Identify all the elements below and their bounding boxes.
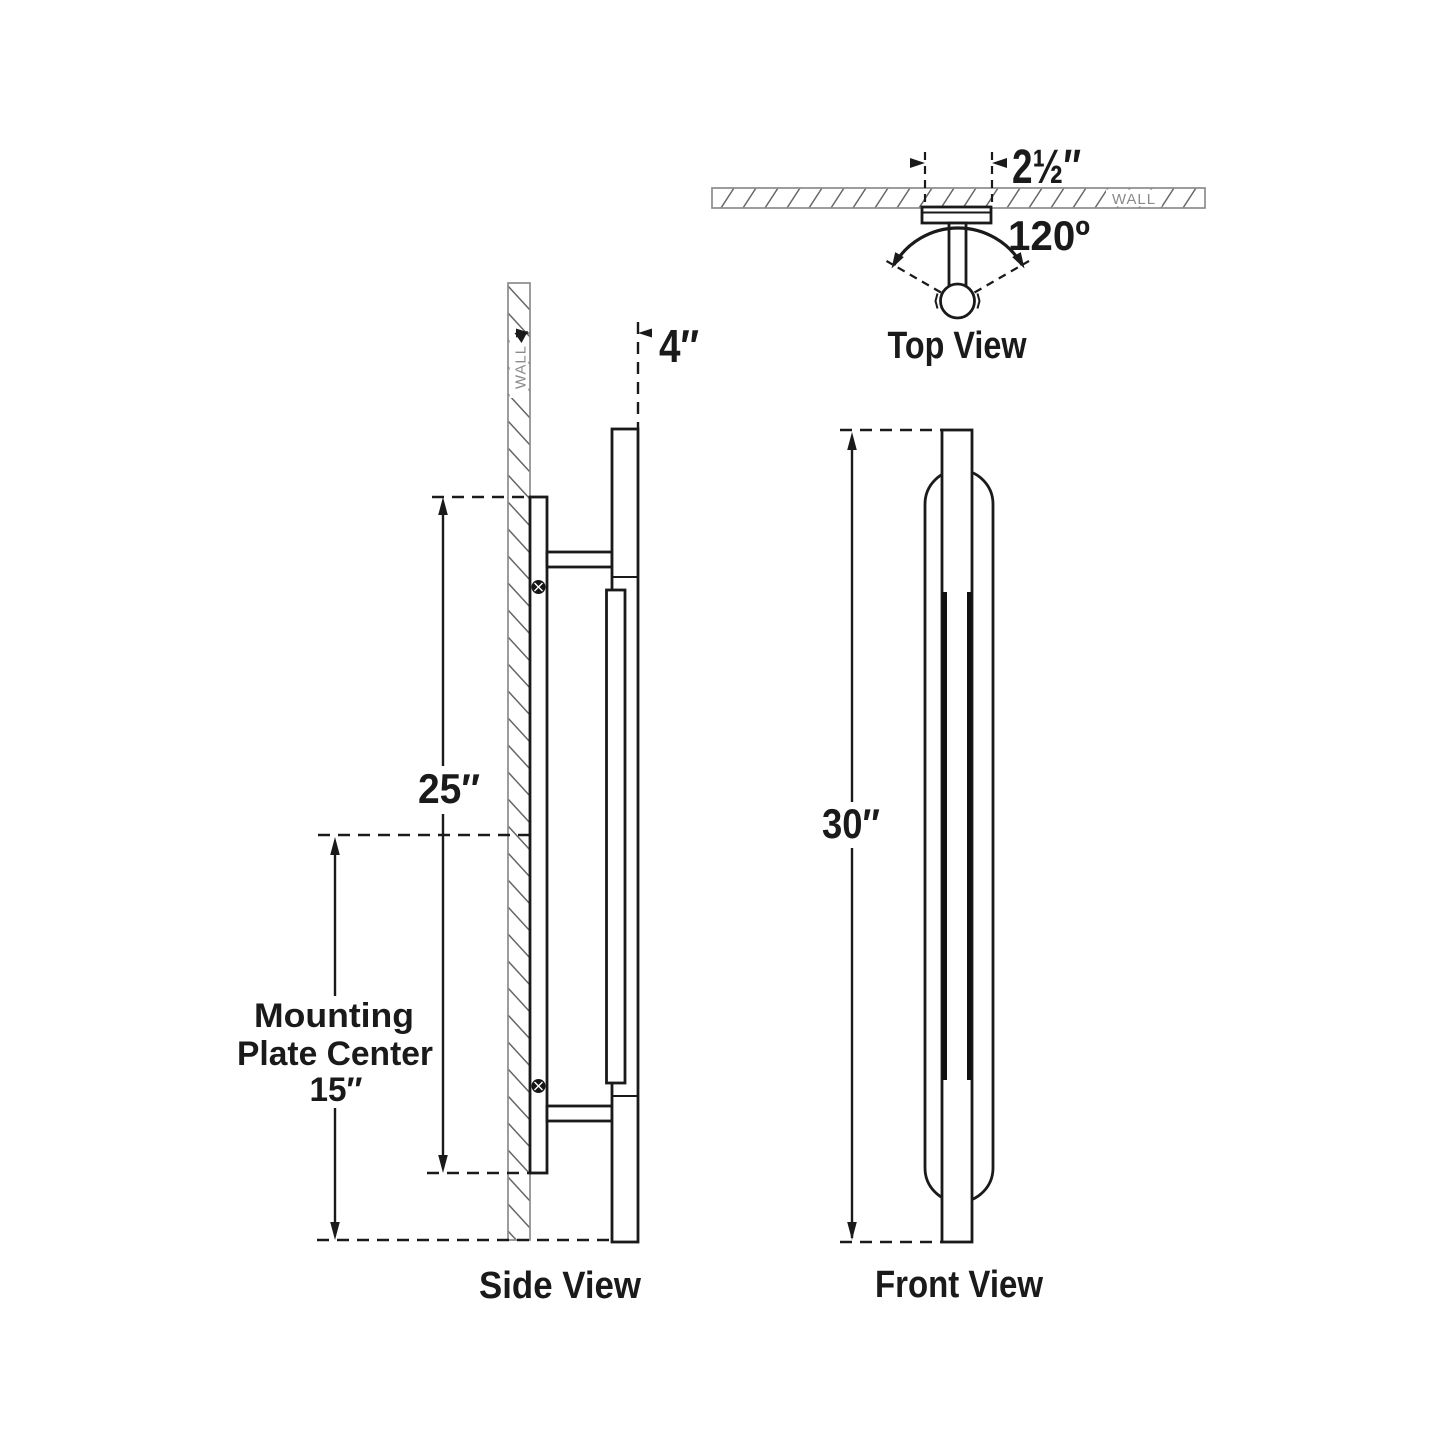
rotation-arc-arrow-left: [891, 252, 904, 269]
dim-width-label: 2½″: [1012, 141, 1081, 194]
swivel-dashed-right: [973, 260, 1030, 294]
dim-center-arrow-top: [330, 837, 340, 855]
top-view: WALL 2½″ 120º Top View: [711, 141, 1206, 367]
dim-width-arrow-right: [992, 158, 1007, 168]
dim-depth-arrow-right: [638, 328, 652, 338]
dim-center-label-mask: [238, 996, 434, 1108]
dim-height-arrow-top: [847, 432, 857, 450]
mounting-screw-upper: [531, 580, 546, 594]
head-tick-left: [934, 293, 939, 309]
front-view: 30″ Front View: [813, 428, 1043, 1306]
dim-width-arrow-left: [910, 158, 925, 168]
side-view-title: Side View: [479, 1265, 641, 1307]
support-arm-upper: [545, 550, 614, 569]
screw-slot: [534, 1081, 543, 1091]
head-top-view: [939, 282, 976, 320]
dim-center-label-line2: Plate Center: [237, 1035, 433, 1073]
dim-height-arrow-bottom: [847, 1222, 857, 1240]
wall-label-mask: [1106, 189, 1162, 207]
dim-plate-arrow-bottom: [438, 1155, 448, 1173]
rotation-arc-arrow-right: [1012, 252, 1025, 269]
dim-plate-arrow-top: [438, 497, 448, 515]
dim-depth-arrow-left: [516, 328, 530, 338]
wall-strip-outline: [507, 282, 531, 1241]
wall-label-top: WALL: [1112, 191, 1156, 208]
lens-side: [605, 588, 627, 1085]
wall-label-side: WALL: [513, 345, 530, 389]
stem-top-view: [947, 221, 968, 290]
swivel-angle-label: 120º: [1008, 212, 1090, 259]
dim-plate-label-mask: [409, 766, 489, 814]
dim-center-label-line1: Mounting: [254, 997, 414, 1035]
dim-height-label-mask: [813, 802, 889, 848]
front-view-title: Front View: [875, 1264, 1043, 1306]
wall-hatch-side: [507, 285, 531, 1241]
mounting-plate-side: [528, 495, 549, 1175]
backplate-top-view: [920, 205, 993, 225]
support-arm-lower: [545, 1104, 614, 1123]
dim-center-arrow-bottom: [330, 1222, 340, 1240]
dim-height-label: 30″: [822, 800, 880, 847]
top-view-title: Top View: [888, 325, 1027, 367]
head-tick-right: [976, 293, 981, 309]
wall-label-mask-side: [509, 336, 529, 398]
rotation-arc: [892, 226, 1024, 266]
dim-center-label-line3: 15″: [310, 1071, 363, 1109]
mounting-screw-lower: [531, 1079, 546, 1093]
swivel-dashed-left: [885, 260, 942, 294]
dim-plate-label: 25″: [418, 765, 480, 812]
dim-depth-label: 4″: [659, 320, 699, 372]
side-view: WALL 4″ 25″ Mounting Plate Center 15″: [237, 282, 699, 1307]
screw-slot: [534, 582, 543, 592]
